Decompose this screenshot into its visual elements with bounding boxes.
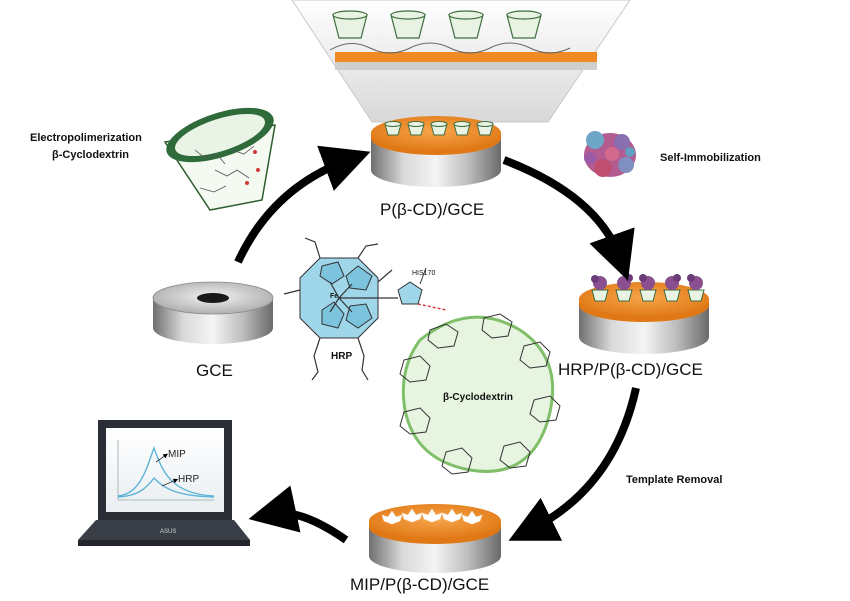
electrode-gce — [152, 281, 274, 344]
electrode-mip-p-cd-gce — [369, 504, 501, 573]
label-electropolymerization: Electropolimerization — [30, 132, 142, 144]
cycle-arrows — [234, 145, 640, 544]
heme-porphyrin — [283, 237, 447, 381]
label-hrp-p-cd-gce: HRP/P(β-CD)/GCE — [558, 360, 703, 379]
curve-hrp — [117, 476, 215, 498]
arrow-electropolymerization — [234, 145, 371, 264]
zoom-cyclodextrin-cups — [332, 10, 542, 39]
arrow-detection — [248, 485, 349, 544]
label-cyclodextrin-molecule: β-Cyclodextrin — [443, 392, 514, 403]
label-p-cd-gce: P(β-CD)/GCE — [380, 200, 485, 219]
label-template-removal: Template Removal — [626, 474, 723, 486]
mip-cavities — [381, 508, 483, 525]
zoom-funnel — [291, 0, 631, 123]
label-fe: Fe — [330, 293, 339, 300]
zoom-electrode-layer — [335, 62, 597, 70]
label-curve-mip: MIP — [168, 449, 186, 460]
label-curve-hrp: HRP — [178, 474, 200, 485]
arrow-template-removal — [508, 387, 640, 541]
electrode-hrp-p-cd-gce — [579, 274, 709, 354]
label-his170: HIS170 — [412, 270, 436, 277]
p-cd-cups — [384, 121, 494, 136]
laptop-base — [78, 520, 250, 540]
arrow-self-immobilization — [502, 156, 635, 281]
hrp-protein-blob — [584, 131, 636, 177]
label-gce: GCE — [196, 361, 233, 380]
laptop-screen — [106, 428, 224, 512]
hrp-cups — [591, 289, 705, 302]
label-hrp-molecule: HRP — [331, 351, 353, 362]
electrode-p-cd-gce — [371, 116, 501, 187]
label-cyclodextrin-step: β-Cyclodextrin — [52, 149, 130, 161]
curve-mip — [117, 445, 215, 497]
laptop-brand: ASUS — [160, 529, 177, 535]
cyclodextrin-cone — [163, 107, 276, 211]
gce-glassy-carbon-disk — [197, 293, 229, 303]
cyclodextrin-ring-structure — [399, 313, 561, 475]
screen-plot — [117, 440, 215, 501]
label-self-immobilization: Self-Immobilization — [660, 152, 761, 164]
zoom-orange-layer — [335, 52, 597, 62]
laptop — [78, 420, 250, 546]
label-mip-p-cd-gce: MIP/P(β-CD)/GCE — [350, 575, 490, 594]
zoom-polymer-chain — [329, 42, 571, 54]
